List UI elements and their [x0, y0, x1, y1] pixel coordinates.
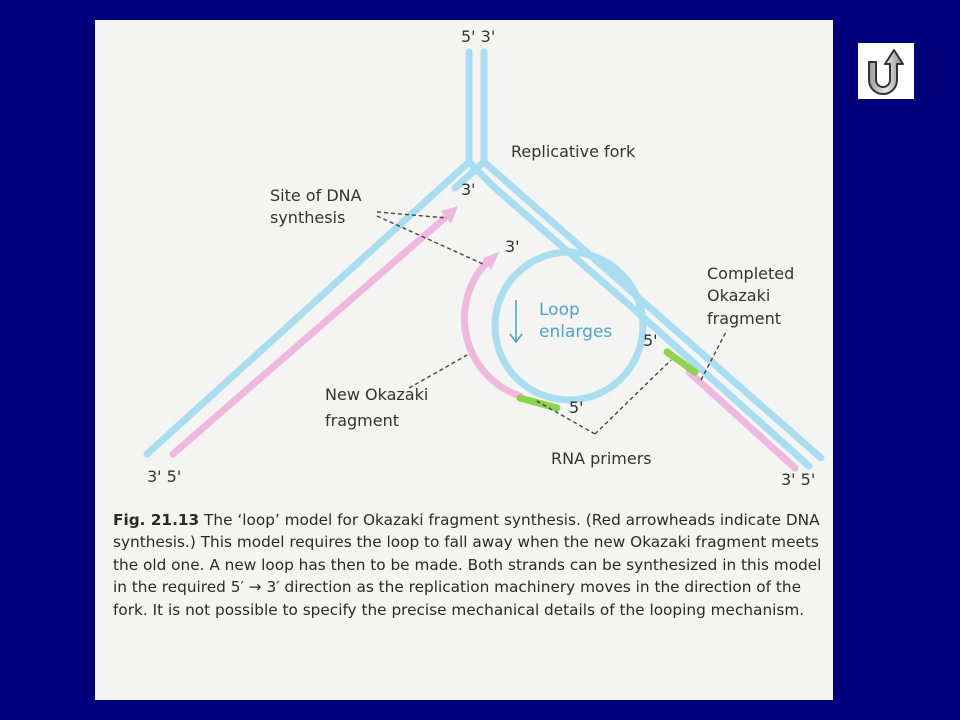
parent-strands [143, 48, 825, 470]
back-button[interactable] [858, 43, 914, 99]
label-left-ends: 3' 5' [147, 467, 181, 486]
parent-strand-right-lower [631, 306, 813, 470]
label-site-line2: synthesis [270, 208, 345, 227]
completed-okazaki-fragment [685, 368, 799, 472]
label-top-ends: 5' 3' [461, 27, 495, 46]
leader-lines [376, 211, 728, 435]
rna-primer-completed [663, 348, 699, 376]
label-rna-primers: RNA primers [551, 449, 652, 468]
rna-primer-loop [516, 394, 561, 412]
label-five-prime-right: 5' [643, 331, 658, 350]
figure-panel: 5' 3' Replicative fork Site of DNA synth… [95, 20, 833, 700]
label-new-okazaki-line2: fragment [325, 411, 399, 430]
figure-caption: Fig. 21.13 The ‘loop’ model for Okazaki … [113, 509, 823, 621]
label-three-prime-lower: 3' [505, 237, 520, 256]
lagging-strand-loop [491, 248, 647, 404]
label-site-line1: Site of DNA [270, 186, 362, 205]
leading-strand-arrowhead [441, 206, 458, 224]
rna-primers [516, 348, 699, 412]
label-right-ends: 3' 5' [781, 470, 815, 489]
new-okazaki-fragment [461, 258, 524, 400]
parent-strand-right-outer [480, 158, 825, 462]
parent-strand-left-inner [451, 158, 488, 192]
label-replicative-fork: Replicative fork [511, 142, 636, 161]
caption-text: The ‘loop’ model for Okazaki fragment sy… [113, 511, 822, 619]
label-completed-line3: fragment [707, 309, 781, 328]
loop-arrow-icon [509, 300, 523, 344]
leading-strand [169, 212, 451, 458]
u-turn-back-icon [868, 49, 904, 95]
label-new-okazaki-line1: New Okazaki [325, 385, 428, 404]
label-five-prime-loop: 5' [569, 398, 584, 417]
replication-fork-diagram: 5' 3' Replicative fork Site of DNA synth… [143, 27, 825, 489]
label-completed-line2: Okazaki [707, 286, 770, 305]
parent-strand-left-outer [143, 158, 473, 458]
parent-strand-right-inner [465, 158, 639, 314]
figure-number: Fig. 21.13 [113, 511, 200, 529]
label-three-prime-upper: 3' [461, 180, 476, 199]
label-loop-line1: Loop [539, 300, 580, 320]
label-loop-line2: enlarges [539, 322, 612, 342]
okazaki-arrowhead [483, 252, 499, 270]
new-strands [169, 212, 799, 472]
label-completed-line1: Completed [707, 264, 794, 283]
